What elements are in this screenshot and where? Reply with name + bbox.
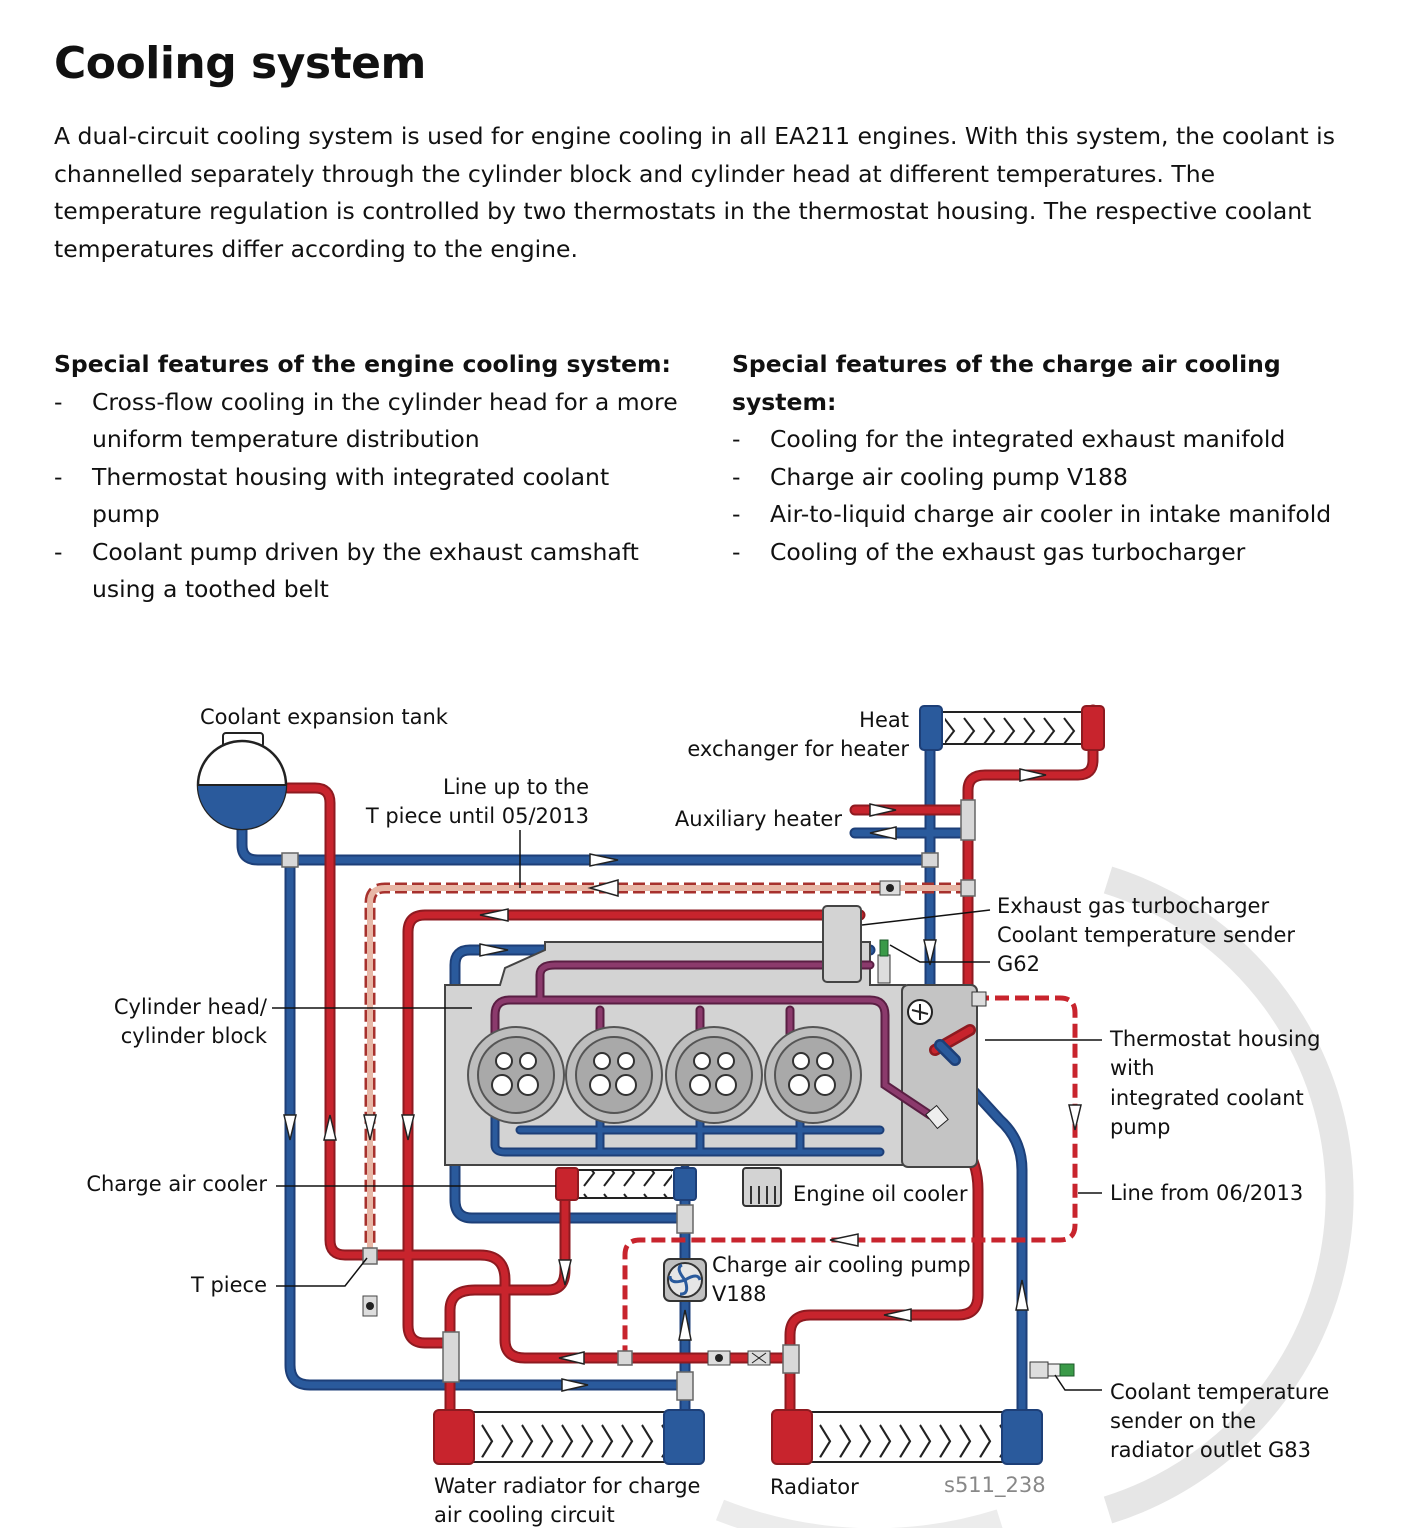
label-engine-oil-cooler: Engine oil cooler xyxy=(793,1182,968,1206)
list-item-text: Cross-flow cooling in the cylinder head … xyxy=(92,387,678,454)
bullet-dash: - xyxy=(54,462,63,491)
label-turbo-3: G62 xyxy=(997,952,1040,976)
watermark-stamp xyxy=(715,866,1354,1528)
label-g83-3: radiator outlet G83 xyxy=(1110,1438,1311,1462)
radiator xyxy=(771,1409,1043,1465)
label-charge-air-cooler: Charge air cooler xyxy=(86,1172,267,1196)
label-thermostat-4: pump xyxy=(1110,1115,1170,1139)
label-pump-2: V188 xyxy=(712,1282,766,1306)
sensor-g62-icon xyxy=(877,939,891,984)
list-item-text: Cooling of the exhaust gas turbocharger xyxy=(770,537,1246,566)
label-heat-exchanger-2: exchanger for heater xyxy=(687,737,909,761)
list-item: - Cooling for the integrated exhaust mani… xyxy=(732,421,1372,459)
charge-air-cooling-pump-icon xyxy=(663,1258,707,1302)
label-cyl-head-1: Cylinder head/ xyxy=(114,995,268,1019)
bullet-dash: - xyxy=(732,462,741,491)
leader-lines xyxy=(272,830,1102,1391)
bullet-dash: - xyxy=(732,537,741,566)
cylinders xyxy=(467,1026,862,1124)
engine-features-list: -Cross-flow cooling in the cylinder head… xyxy=(54,384,684,609)
label-heat-exchanger-1: Heat xyxy=(859,708,909,732)
label-aux-heater: Auxiliary heater xyxy=(675,807,842,831)
label-g83-2: sender on the xyxy=(1110,1409,1256,1433)
list-item: -Cross-flow cooling in the cylinder head… xyxy=(54,384,684,459)
label-thermostat-1: Thermostat housing xyxy=(1109,1027,1320,1051)
label-water-radiator-1: Water radiator for charge xyxy=(434,1474,700,1498)
sensor-g83-icon xyxy=(1029,1361,1075,1379)
heater-heat-exchanger xyxy=(919,705,1105,751)
label-water-radiator-2: air cooling circuit xyxy=(434,1503,615,1527)
figure-id: s511_238 xyxy=(944,1473,1046,1498)
engine-features-section: Special features of the engine cooling s… xyxy=(54,346,684,609)
label-t-piece: T piece xyxy=(190,1273,267,1297)
list-item: -Coolant pump driven by the exhaust cams… xyxy=(54,534,684,609)
bullet-dash: - xyxy=(54,537,63,566)
bullet-dash: - xyxy=(732,425,741,453)
list-item: -Charge air cooling pump V188 xyxy=(732,459,1372,497)
charge-air-cooler xyxy=(555,1167,697,1201)
diagram-labels: Coolant expansion tank Line up to the T … xyxy=(86,705,1329,1527)
label-turbo-2: Coolant temperature sender xyxy=(997,923,1295,947)
label-cyl-head-2: cylinder block xyxy=(121,1024,268,1048)
label-line-up-2: T piece until 05/2013 xyxy=(365,804,589,828)
label-expansion-tank: Coolant expansion tank xyxy=(200,705,449,729)
label-thermostat-3: integrated coolant xyxy=(1110,1086,1304,1110)
label-turbo-1: Exhaust gas turbocharger xyxy=(997,894,1269,918)
coolant-expansion-tank xyxy=(196,732,288,831)
exhaust-turbocharger xyxy=(822,905,862,983)
engine-features-heading: Special features of the engine cooling s… xyxy=(54,350,671,378)
bullet-dash: - xyxy=(732,500,741,528)
cylinder-head-block xyxy=(444,941,978,1168)
label-thermostat-2: with xyxy=(1110,1056,1155,1080)
page-title: Cooling system xyxy=(54,38,426,89)
list-item-text: Air-to-liquid charge air cooler in intak… xyxy=(770,500,1332,528)
label-line-up-1: Line up to the xyxy=(443,775,589,799)
list-item: -Cooling of the exhaust gas turbocharger xyxy=(732,534,1372,572)
charge-air-features-section: Special features of the charge air cooli… xyxy=(732,346,1372,571)
engine-oil-cooler xyxy=(742,1167,782,1207)
water-radiator-charge-air xyxy=(433,1409,705,1465)
label-line-from: Line from 06/2013 xyxy=(1110,1181,1303,1205)
charge-air-features-heading: Special features of the charge air cooli… xyxy=(732,350,1281,416)
list-item-text: Charge air cooling pump V188 xyxy=(770,462,1128,491)
list-item: - Air-to-liquid charge air cooler in inta… xyxy=(732,496,1372,534)
bullet-dash: - xyxy=(54,387,63,416)
t-pieces xyxy=(281,799,976,1401)
label-radiator: Radiator xyxy=(770,1475,859,1499)
line-from-2013 xyxy=(622,995,1078,1358)
intro-paragraph: A dual-circuit cooling system is used fo… xyxy=(54,122,1335,263)
check-valves xyxy=(362,880,901,1366)
label-g83-1: Coolant temperature xyxy=(1110,1380,1329,1404)
label-pump-1: Charge air cooling pump xyxy=(712,1253,971,1277)
list-item-text: Coolant pump driven by the exhaust camsh… xyxy=(92,537,639,604)
list-item-text: Cooling for the integrated exhaust manif… xyxy=(770,425,1286,453)
list-item-text: Thermostat housing with integrated coola… xyxy=(92,462,610,529)
charge-air-features-list: - Cooling for the integrated exhaust mani… xyxy=(732,421,1372,571)
list-item: -Thermostat housing with integrated cool… xyxy=(54,459,684,534)
